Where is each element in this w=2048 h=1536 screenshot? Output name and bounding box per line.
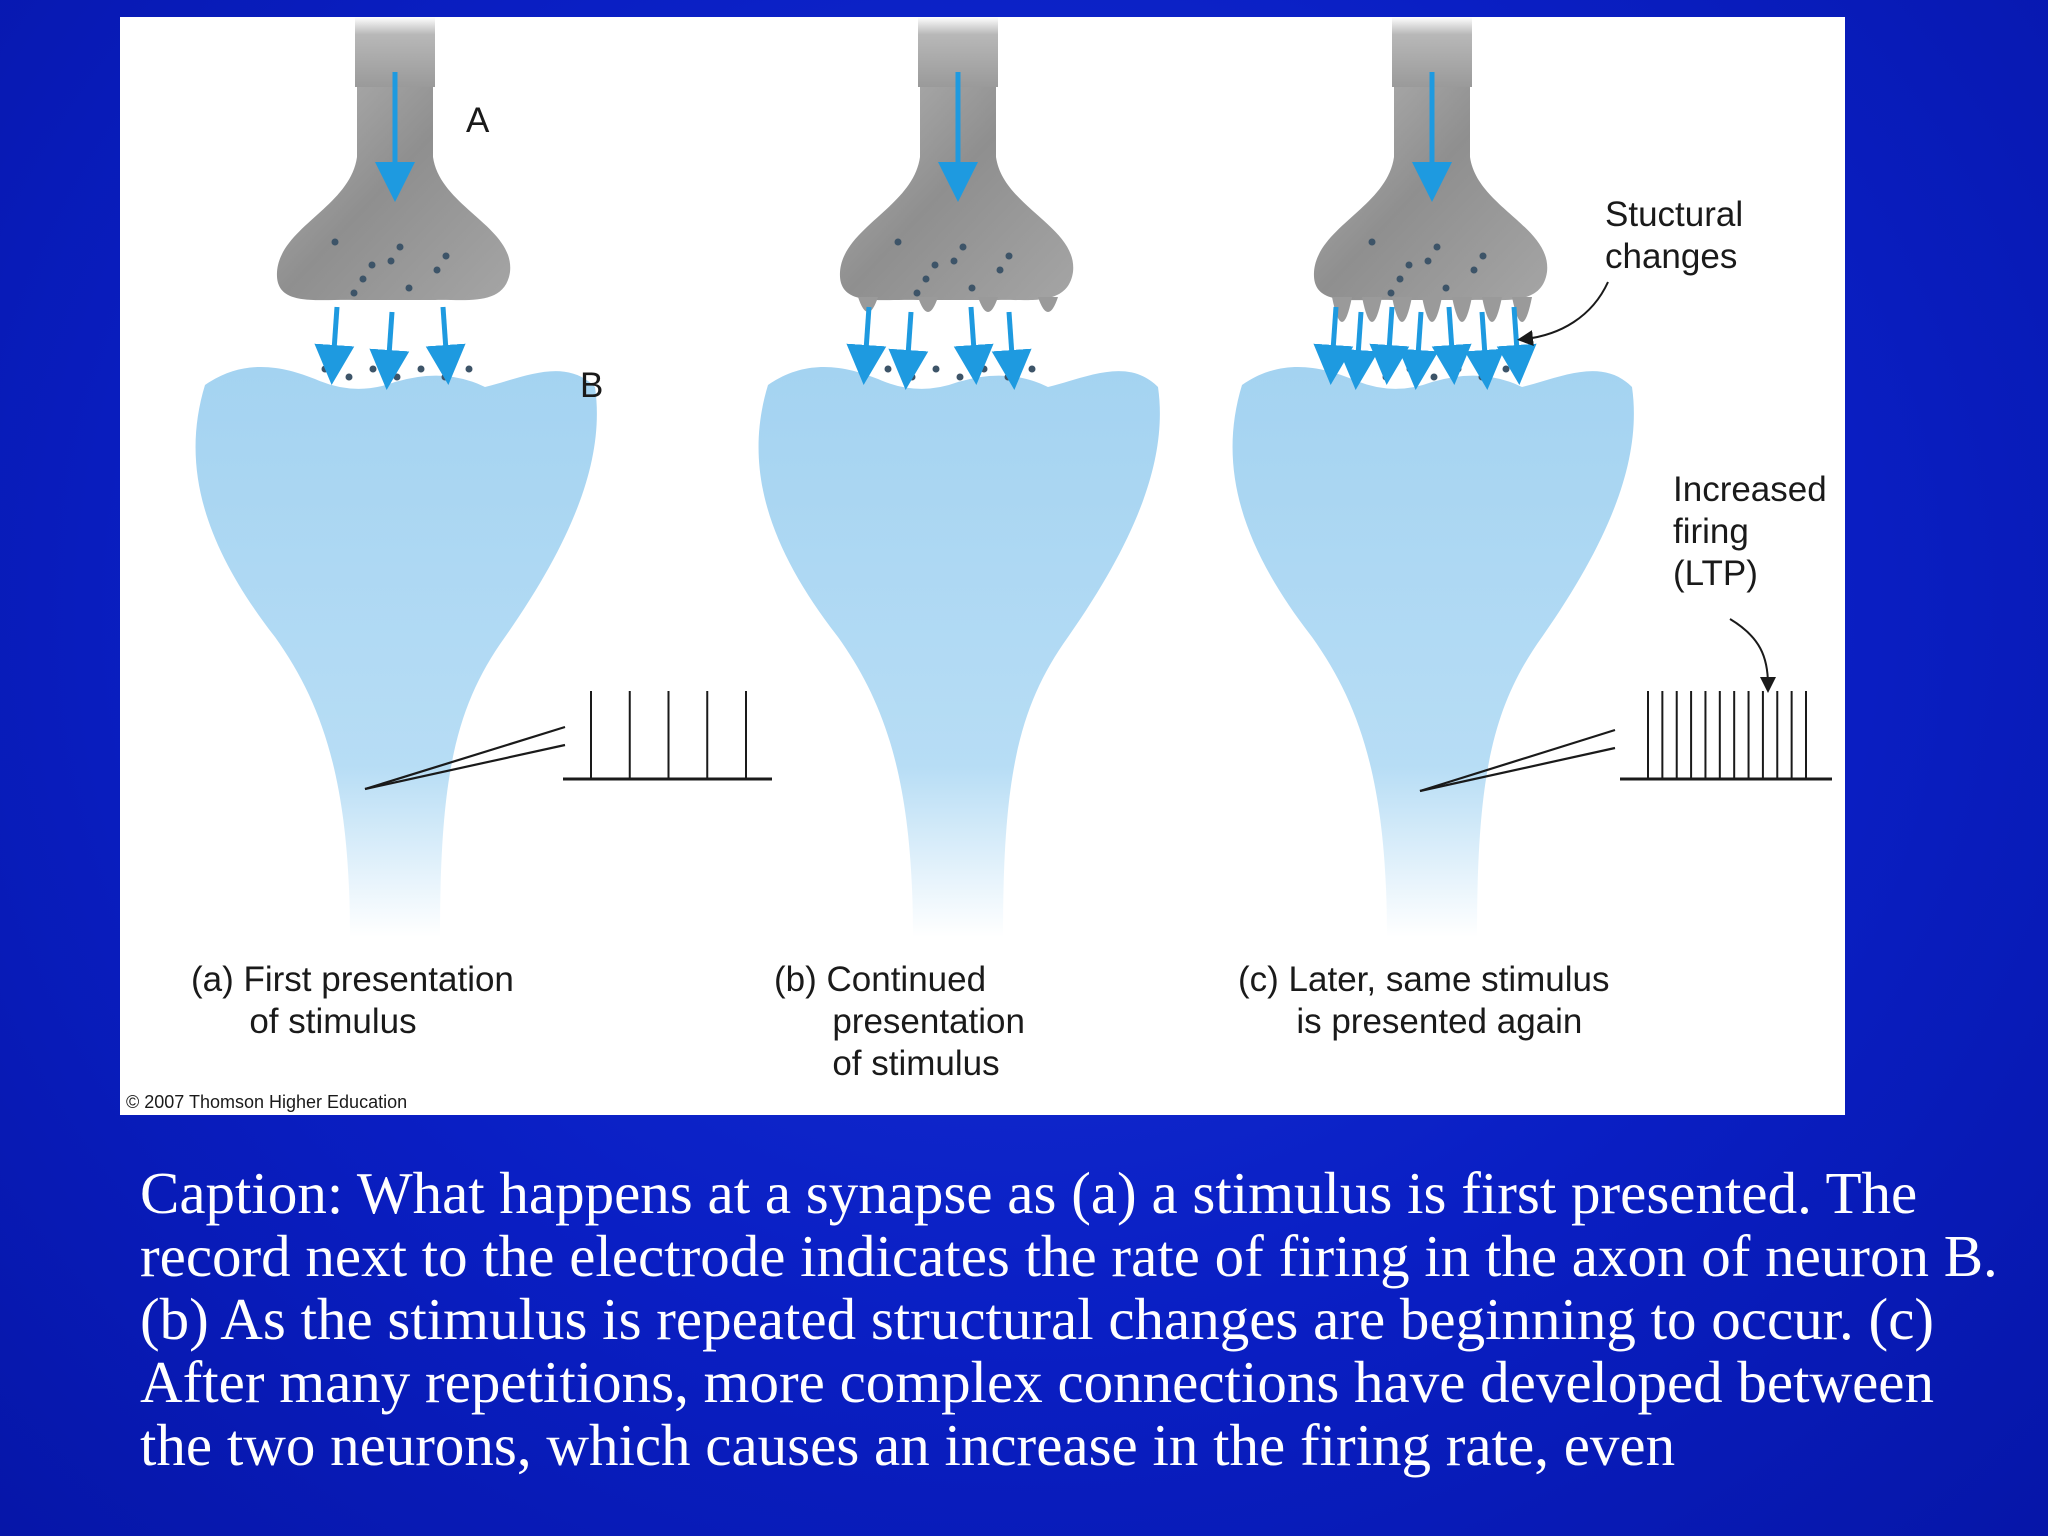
neurotransmitter <box>1004 373 1012 381</box>
electrode-c <box>1419 746 1616 793</box>
neurotransmitter <box>1382 373 1390 381</box>
release-arrow <box>1338 311 1379 390</box>
neurotransmitter <box>980 365 988 373</box>
neurotransmitter <box>321 365 329 373</box>
release-arrow <box>846 306 887 385</box>
panel-c-caption: (c) Later, same stimulus is presented ag… <box>1238 960 1610 1041</box>
electrode-c <box>1419 728 1616 793</box>
dendritic-protrusion <box>1452 297 1472 322</box>
release-arrow <box>991 311 1032 390</box>
neurotransmitter <box>417 365 425 373</box>
synaptic-vesicle <box>1470 266 1478 274</box>
neurotransmitter <box>465 365 473 373</box>
synaptic-vesicle <box>331 238 339 246</box>
synaptic-vesicle <box>1396 275 1404 283</box>
synaptic-vesicle <box>1405 261 1413 269</box>
neurotransmitter <box>884 365 892 373</box>
neurotransmitter <box>1430 373 1438 381</box>
neuron-a-label: A <box>466 101 490 140</box>
synaptic-vesicle <box>894 238 902 246</box>
figure-panel: A B Stuctural changes Increased firing (… <box>120 17 1845 1115</box>
release-arrow <box>1431 306 1472 385</box>
release-arrow <box>1369 306 1410 385</box>
synaptic-vesicle <box>350 289 358 297</box>
neurotransmitter <box>369 365 377 373</box>
release-arrow <box>1464 311 1505 390</box>
neurotransmitter <box>393 373 401 381</box>
increased-firing-pointer <box>1729 618 1776 693</box>
electrode-a <box>364 725 566 791</box>
structural-changes-pointer <box>1517 281 1609 347</box>
synapse-diagram <box>195 17 1832 938</box>
synaptic-vesicle <box>959 243 967 251</box>
release-arrow <box>314 306 355 385</box>
neurotransmitter <box>1478 373 1486 381</box>
dendritic-protrusion <box>1422 297 1442 322</box>
postsynaptic-neuron-c <box>1232 366 1634 938</box>
neurotransmitter <box>1454 365 1462 373</box>
release-arrow <box>888 311 929 390</box>
neurotransmitter <box>345 373 353 381</box>
synaptic-vesicle <box>1387 289 1395 297</box>
synaptic-vesicle <box>1442 284 1450 292</box>
dendritic-protrusion <box>1038 297 1058 312</box>
synaptic-vesicle <box>968 284 976 292</box>
synaptic-vesicle <box>1005 252 1013 260</box>
synaptic-vesicle <box>996 266 1004 274</box>
dendritic-protrusion <box>1482 297 1502 322</box>
synaptic-vesicle <box>1433 243 1441 251</box>
neurotransmitter <box>932 365 940 373</box>
synaptic-vesicle <box>913 289 921 297</box>
neurotransmitter <box>908 373 916 381</box>
dendritic-protrusion <box>1362 297 1382 322</box>
dendritic-protrusion <box>1392 297 1412 322</box>
synaptic-vesicle <box>396 243 404 251</box>
synaptic-vesicle <box>1368 238 1376 246</box>
dendritic-protrusion <box>858 297 878 312</box>
postsynaptic-neuron-b <box>758 366 1160 938</box>
synaptic-vesicle <box>442 252 450 260</box>
postsynaptic-neuron-a <box>195 366 597 938</box>
release-arrow <box>1398 311 1439 390</box>
neurotransmitter <box>1028 365 1036 373</box>
synaptic-vesicle <box>931 261 939 269</box>
synaptic-vesicle <box>1479 252 1487 260</box>
dendritic-protrusion <box>918 297 938 312</box>
release-arrow <box>1496 306 1537 385</box>
neurotransmitter <box>1502 365 1510 373</box>
neurotransmitter <box>956 373 964 381</box>
increased-firing-label: Increased firing (LTP) <box>1673 470 1827 593</box>
panel-a-caption: (a) First presentation of stimulus <box>191 960 514 1041</box>
synaptic-vesicle <box>387 257 395 265</box>
synaptic-vesicle <box>433 266 441 274</box>
synaptic-vesicle <box>1424 257 1432 265</box>
neuron-b-label: B <box>580 366 604 405</box>
neurotransmitter <box>441 373 449 381</box>
copyright-notice: © 2007 Thomson Higher Education <box>126 1092 408 1112</box>
slide-caption: Caption: What happens at a synapse as (a… <box>140 1160 1998 1478</box>
neurotransmitter <box>1406 365 1414 373</box>
electrode-a <box>364 743 566 791</box>
structural-changes-label: Stuctural changes <box>1605 195 1744 276</box>
dendritic-protrusion <box>978 297 998 312</box>
synaptic-vesicle <box>922 275 930 283</box>
synaptic-vesicle <box>368 261 376 269</box>
synaptic-vesicle <box>405 284 413 292</box>
release-arrow <box>953 306 994 385</box>
synaptic-vesicle <box>950 257 958 265</box>
panel-b-caption: (b) Continued presentation of stimulus <box>774 960 1025 1083</box>
release-arrow <box>1313 306 1354 385</box>
release-arrow <box>425 306 466 385</box>
synaptic-vesicle <box>359 275 367 283</box>
release-arrow <box>369 311 410 390</box>
